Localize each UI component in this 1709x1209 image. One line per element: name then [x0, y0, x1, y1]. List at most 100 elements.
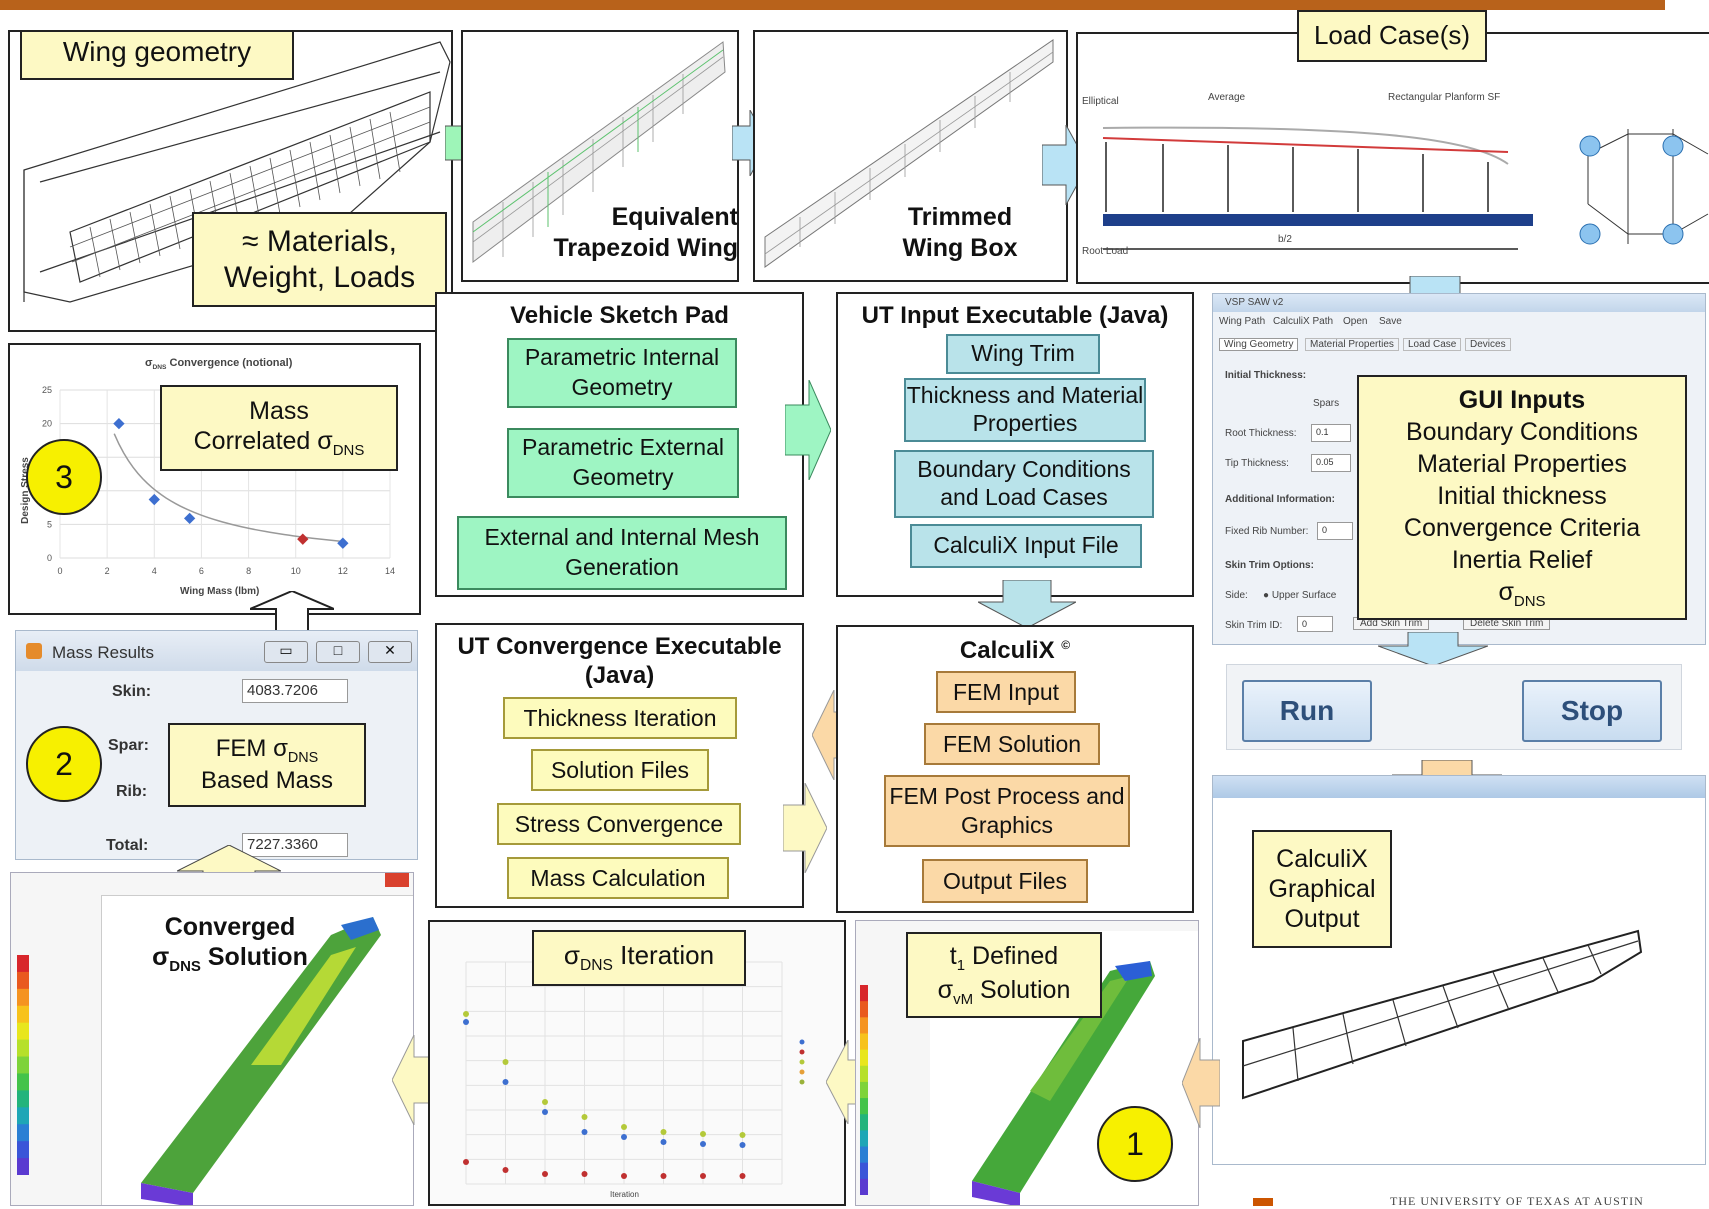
wing-frame-drawing — [1242, 929, 1643, 1100]
skin-trim-id-input[interactable]: 0 — [1297, 616, 1333, 632]
colorbar-segment — [17, 1022, 29, 1041]
ut-logo-mark — [1253, 1198, 1273, 1206]
chart-title: σDNS Convergence (notional) — [145, 357, 293, 372]
additional-info-label: Additional Information: — [1225, 494, 1335, 505]
run-button[interactable]: Run — [1242, 680, 1372, 742]
gui-menu-open[interactable]: Open — [1343, 316, 1368, 327]
ut-convergence-panel: UT Convergence Executable (Java) Thickne… — [435, 623, 804, 908]
minimize-icon[interactable]: ▭ — [264, 641, 308, 663]
initial-thickness-label: Initial Thickness: — [1225, 370, 1307, 381]
half-span-label: b/2 — [1278, 234, 1292, 245]
y-tick-label: 20 — [42, 419, 52, 429]
legend-marker — [799, 1069, 805, 1075]
ut-input-header: UT Input Executable (Java) — [861, 302, 1169, 329]
data-point — [463, 1159, 469, 1165]
arrow-right-icon — [785, 380, 831, 480]
gui-menu-calculix-path[interactable]: CalculiX Path — [1273, 316, 1334, 327]
calculix-fem-solution: FEM Solution — [924, 723, 1100, 765]
mass-chart-panel: σDNS Convergence (notional) 051015202502… — [8, 343, 421, 615]
legend-marker — [799, 1039, 805, 1045]
x-tick-label: 12 — [338, 566, 348, 576]
colorbar-segment — [860, 1162, 868, 1180]
fem-based-mass-line2: Based Mass — [200, 766, 334, 794]
data-point — [581, 1114, 588, 1120]
graphical-output-title-bar — [1213, 776, 1705, 798]
fixed-rib-input[interactable]: 0 — [1317, 522, 1353, 540]
ut-convergence-header: UT Convergence Executable (Java) — [457, 633, 782, 689]
y-tick-label: 25 — [42, 385, 52, 395]
colorbar-segment — [17, 955, 29, 973]
legend-marker — [799, 1049, 805, 1055]
elliptical-label: Elliptical — [1082, 96, 1119, 107]
arrow-right-icon — [783, 783, 827, 873]
colorbar-segment — [17, 1158, 29, 1175]
spar-label: Spar: — [108, 737, 149, 754]
fem-based-mass-label: FEM σDNS Based Mass — [168, 723, 366, 807]
tip-thickness-input[interactable]: 0.05 — [1311, 454, 1351, 472]
ut-input-panel: UT Input Executable (Java) Wing Trim Thi… — [836, 292, 1194, 597]
data-point — [581, 1171, 588, 1177]
root-thickness-input[interactable]: 0.1 — [1311, 424, 1351, 442]
data-point — [502, 1059, 509, 1065]
gui-input-sigma: σDNS — [1498, 577, 1546, 610]
university-footer: THE UNIVERSITY OF TEXAS AT AUSTIN — [1390, 1194, 1644, 1208]
gui-input-initial: Initial thickness — [1437, 481, 1607, 510]
data-point — [542, 1099, 548, 1105]
colorbar-segment — [17, 971, 29, 990]
colorbar-segment — [860, 1098, 868, 1115]
skin-value: 4083.7206 — [242, 679, 348, 703]
arrow-left-icon — [1182, 1038, 1220, 1128]
maximize-icon[interactable]: □ — [316, 641, 360, 663]
data-point — [660, 1173, 667, 1179]
colorbar — [17, 955, 29, 1175]
mass-correlated-line1: Mass — [249, 397, 309, 425]
load-case-panel: Elliptical Average Rectangular Planform … — [1076, 32, 1709, 284]
calculix-fem-input: FEM Input — [936, 671, 1076, 713]
gui-tab-material[interactable]: Material Properties — [1305, 338, 1399, 351]
arrow-down-icon — [1378, 632, 1488, 666]
ut-input-wing-trim: Wing Trim — [946, 334, 1100, 374]
gui-menu-save[interactable]: Save — [1379, 316, 1402, 327]
trimmed-wing-drawing — [764, 39, 1054, 268]
t1-defined-label: t1 Defined σvM Solution — [906, 932, 1102, 1018]
upper-surface-radio[interactable]: ● Upper Surface — [1263, 590, 1337, 601]
colorbar-segment — [17, 1005, 29, 1024]
gui-tab-load-case[interactable]: Load Case — [1403, 338, 1462, 351]
colorbar-segment — [860, 1033, 868, 1051]
x-axis-label: Wing Mass (lbm) — [180, 586, 260, 597]
gui-input-material: Material Properties — [1417, 449, 1627, 478]
fem-based-mass-line1: FEM σDNS — [215, 734, 319, 766]
gui-tab-wing-geometry[interactable]: Wing Geometry — [1219, 338, 1299, 351]
data-point — [463, 1019, 469, 1025]
colorbar-segment — [17, 1090, 29, 1108]
gui-tab-devices[interactable]: Devices — [1465, 338, 1511, 351]
colorbar-segment — [860, 1114, 868, 1131]
calculix-graphical-output-label: CalculiX Graphical Output — [1252, 830, 1392, 948]
load-case-drawing — [1102, 126, 1709, 250]
wing-geometry-drawing — [23, 41, 451, 303]
close-icon[interactable]: ✕ — [368, 641, 412, 663]
converged-window — [10, 872, 414, 1206]
data-point — [463, 1011, 469, 1017]
colorbar-segment — [860, 1146, 868, 1164]
colorbar-segment — [860, 1017, 868, 1034]
gui-menu-wing-path[interactable]: Wing Path — [1219, 316, 1266, 327]
data-point — [700, 1141, 706, 1147]
trimmed-wing-label: Trimmed Wing Box — [902, 203, 1018, 263]
converged-close-icon[interactable] — [385, 873, 409, 887]
converged-wing-render — [141, 917, 381, 1205]
mass-results-title: Mass Results — [52, 643, 155, 662]
colorbar-segment — [17, 1141, 29, 1159]
ut-input-calculix-file: CalculiX Input File — [910, 524, 1142, 568]
vsp-header: Vehicle Sketch Pad — [510, 302, 729, 329]
gui-input-convergence: Convergence Criteria — [1403, 513, 1641, 542]
step-1-circle: 1 — [1097, 1106, 1173, 1182]
data-point — [297, 533, 309, 545]
x-tick-label: 2 — [105, 566, 110, 576]
t1-line1: t1 Defined — [949, 942, 1059, 974]
stop-button[interactable]: Stop — [1522, 680, 1662, 742]
gui-inputs-title: GUI Inputs — [1458, 385, 1586, 414]
legend-marker — [799, 1059, 805, 1065]
gui-title-bar — [1213, 294, 1705, 312]
y-tick-label: 0 — [47, 553, 52, 563]
